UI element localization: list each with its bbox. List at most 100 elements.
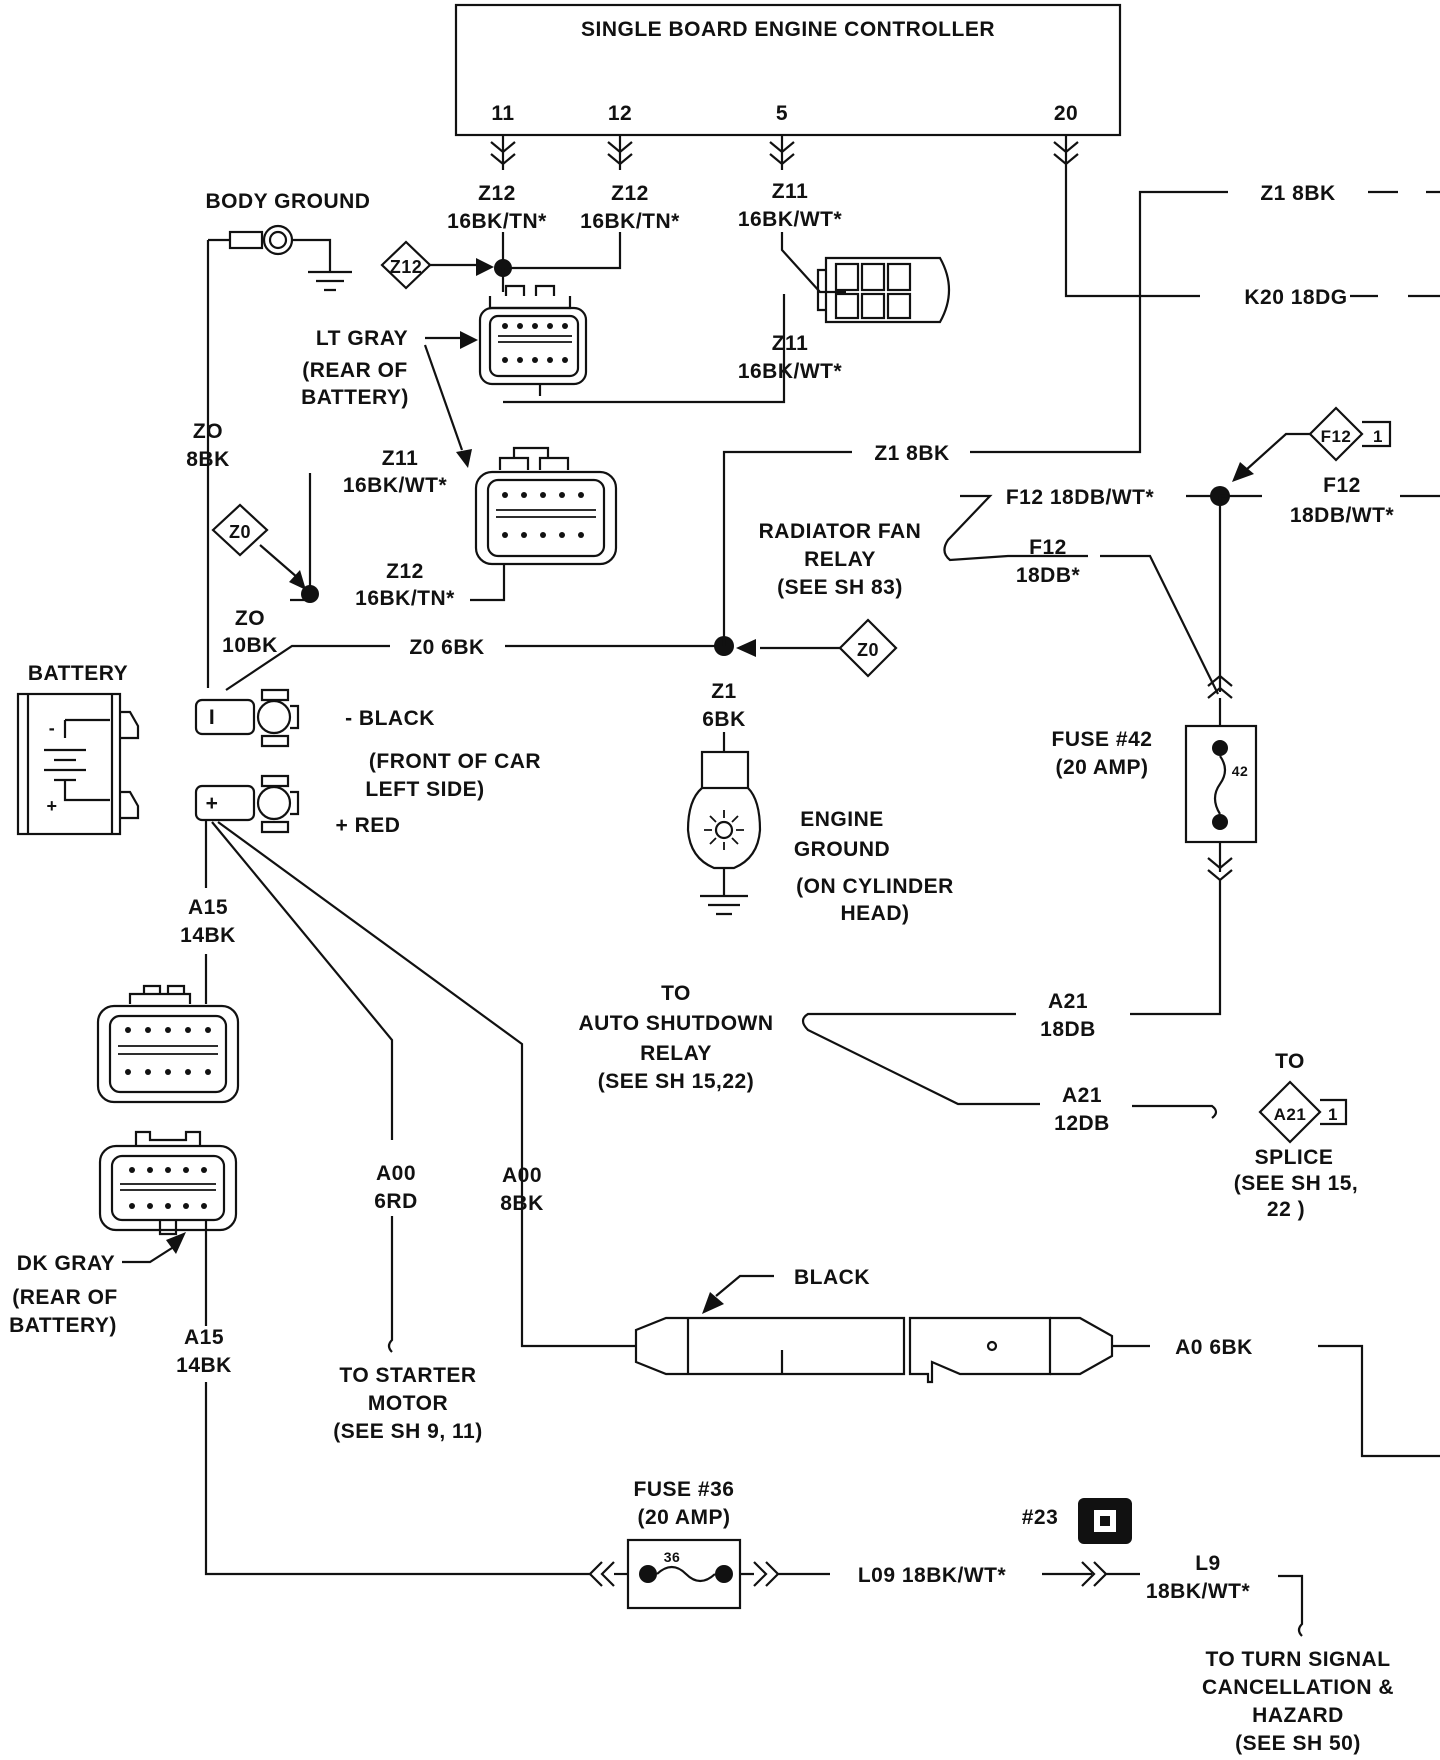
battery-red: + RED [336,814,401,837]
radiator-label-1: RADIATOR FAN [759,520,922,543]
neg-terminal-mark: I [209,706,215,729]
fuse-42: 42 [1184,724,1258,844]
wire-zo-8bk-code: ZO [193,420,223,443]
starter-label-3: (SEE SH 9, 11) [333,1420,482,1443]
starter-label-2: MOTOR [368,1392,448,1415]
lt-gray-connector-lower [470,446,618,602]
positive-terminal-clamp: + [194,774,300,834]
fuse-42-label-1: FUSE #42 [1052,728,1153,751]
battery-black: - BLACK [345,707,435,730]
wire-a00-8bk-spec: 8BK [500,1192,544,1215]
negative-terminal-clamp: I [194,688,300,748]
fuse-36-label-2: (20 AMP) [637,1506,730,1529]
battery-label: BATTERY [28,662,128,685]
splice-tag-z0-right: Z0 [736,618,898,678]
controller-pin-20: 20 [1054,102,1078,125]
connector-23-label: #23 [1022,1506,1059,1529]
wire-f12-left: F12 18DB/WT* [1006,486,1155,509]
pos-terminal-mark: + [206,792,219,815]
wire-z12-b-code: Z12 [611,182,649,205]
wire-l9-code: L9 [1195,1552,1221,1575]
turn-signal-2: CANCELLATION & [1202,1676,1394,1699]
battery-symbol: - + [16,692,140,836]
splice-tag-a21-num: 1 [1328,1105,1338,1124]
battery-location-2: LEFT SIDE) [365,778,484,801]
fuse-36: 36 [626,1538,742,1610]
lt-gray-rear: (REAR OF [302,359,408,382]
fuse-42-num: 42 [1232,763,1249,779]
splice-tag-z0-left-label: Z0 [229,522,251,542]
fuse-36-num: 36 [664,1549,681,1565]
splice-tag-a21: A21 1 [1258,1080,1348,1144]
auto-shutdown-2: AUTO SHUTDOWN [578,1012,773,1035]
wire-l09: L09 18BK/WT* [858,1564,1007,1587]
wire-f12-mid-code: F12 [1029,536,1067,559]
starter-label-1: TO STARTER [339,1364,476,1387]
wire-a21-top-spec: 18DB [1040,1018,1096,1041]
lt-gray-connector-upper [478,284,588,396]
wire-a15-top-code: A15 [188,896,228,919]
engine-ground-symbol [686,750,762,916]
wire-zo-8bk-spec: 8BK [186,448,230,471]
six-pin-connector [816,256,950,324]
wire-z12-a-code: Z12 [478,182,516,205]
turn-signal-4: (SEE SH 50) [1235,1732,1361,1755]
engine-ground-label-3: (ON CYLINDER [796,875,954,898]
wire-z12-b-spec: 16BK/TN* [580,210,680,233]
wire-z0-6bk: Z0 6BK [409,636,484,659]
wire-a15-bot-spec: 14BK [176,1354,232,1377]
splice-tag-a21-label: A21 [1274,1105,1307,1124]
splice-tag-z12-label: Z12 [390,257,423,277]
splice-to-2: SPLICE [1255,1146,1334,1169]
wire-z1-6bk-code: Z1 [711,680,737,703]
splice-to-1: TO [1275,1050,1305,1073]
wire-a15-top-spec: 14BK [180,924,236,947]
wire-a0-6bk: A0 6BK [1175,1336,1253,1359]
wire-z1-8bk-top: Z1 8BK [1260,182,1335,205]
wire-z11-left-code: Z11 [382,447,419,470]
radiator-label-3: (SEE SH 83) [777,576,903,599]
wire-f12-right-code: F12 [1323,474,1361,497]
splice-tag-z12: Z12 [380,240,494,290]
battery-pos-sym: + [46,796,57,816]
engine-controller: SINGLE BOARD ENGINE CONTROLLER 11 12 5 2… [454,3,1122,137]
wire-zo-10bk-code: ZO [235,607,265,630]
auto-shutdown-3: RELAY [640,1042,712,1065]
controller-title: SINGLE BOARD ENGINE CONTROLLER [581,18,995,41]
engine-ground-label-1: ENGINE [800,808,884,831]
splice-tag-z0-right-label: Z0 [857,640,879,660]
wire-a21-bot-spec: 12DB [1054,1112,1110,1135]
black-inline-connector [634,1316,1114,1384]
wire-z12-a-spec: 16BK/TN* [447,210,547,233]
dk-gray-label: DK GRAY [17,1252,115,1275]
wire-z11-low-code: Z11 [772,332,809,355]
splice-to-3: (SEE SH 15, [1234,1172,1359,1195]
body-ground-symbol [206,224,352,688]
fuse-36-label-1: FUSE #36 [634,1478,735,1501]
engine-ground-label-4: HEAD) [841,902,910,925]
wire-a00-6rd-code: A00 [376,1162,416,1185]
wire-f12-mid-spec: 18DB* [1016,564,1081,587]
wire-a21-top-code: A21 [1048,990,1088,1013]
wire-z1-6bk-spec: 6BK [702,708,746,731]
turn-signal-1: TO TURN SIGNAL [1205,1648,1390,1671]
wire-z11-top-spec: 16BK/WT* [738,208,843,231]
radiator-label-2: RELAY [804,548,876,571]
lt-gray-battery: BATTERY) [301,386,409,409]
wire-z1-8bk-mid: Z1 8BK [874,442,949,465]
wire-zo-10bk-spec: 10BK [222,634,278,657]
dk-gray-rear: (REAR OF [12,1286,118,1309]
wire-z11-top-code: Z11 [772,180,809,203]
fuse-42-label-2: (20 AMP) [1055,756,1148,779]
wire-a15-bot-code: A15 [184,1326,224,1349]
splice-tag-f12-label: F12 [1321,427,1352,446]
controller-terminals [490,135,1079,170]
splice-tag-f12-num: 1 [1373,427,1383,446]
controller-pin-12: 12 [608,102,632,125]
wire-z12-left-code: Z12 [386,560,424,583]
black-connector-label: BLACK [794,1266,870,1289]
battery-neg-sym: - [49,718,56,738]
wire-l9-spec: 18BK/WT* [1146,1580,1251,1603]
engine-ground-label-2: GROUND [794,838,890,861]
